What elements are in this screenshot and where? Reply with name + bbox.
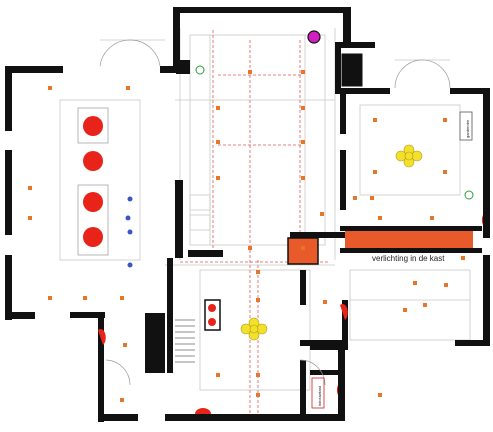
- interior-lines: [59, 28, 471, 391]
- spot-light: [378, 216, 382, 220]
- spot-light: [301, 140, 305, 144]
- kast-beam-right: [345, 231, 473, 248]
- blue-fixture: [127, 196, 133, 202]
- kast-beam: [287, 237, 319, 265]
- spot-light: [301, 70, 305, 74]
- spot-light: [323, 300, 327, 304]
- spot-light: [256, 393, 260, 397]
- blue-fixtures: [125, 196, 133, 268]
- spot-light: [373, 118, 377, 122]
- spot-light: [256, 373, 260, 377]
- spot-light: [413, 281, 417, 285]
- circuit-lines: [180, 30, 330, 420]
- spot-light: [256, 298, 260, 302]
- spot-light: [373, 170, 377, 174]
- spot-light: [216, 106, 220, 110]
- blue-fixture: [127, 262, 133, 268]
- spot-light: [216, 140, 220, 144]
- spot-light: [28, 216, 32, 220]
- pendant-lamps: [77, 107, 109, 256]
- spot-light: [248, 246, 252, 250]
- stairs: [175, 319, 195, 363]
- pendant-lamp: [83, 116, 103, 136]
- chandelier: [240, 317, 268, 341]
- chandelier: [395, 144, 423, 168]
- spot-light: [126, 86, 130, 90]
- spot-light: [378, 393, 382, 397]
- green-switch: [464, 190, 474, 200]
- spot-light: [443, 118, 447, 122]
- walls: [5, 7, 490, 422]
- spot-light: [216, 176, 220, 180]
- wall-lamps: [204, 299, 221, 331]
- spot-light: [443, 170, 447, 174]
- spot-light: [123, 343, 127, 347]
- door-swings: [99, 39, 451, 386]
- spot-lights: [28, 70, 465, 402]
- spot-light: [248, 70, 252, 74]
- spot-light: [320, 212, 324, 216]
- magenta-fixture: [307, 30, 321, 44]
- spot-light: [301, 106, 305, 110]
- blue-fixture: [127, 229, 133, 235]
- spot-light: [48, 296, 52, 300]
- pendant-lamp: [83, 151, 103, 171]
- spot-light: [83, 296, 87, 300]
- cabinet-right-label: garderobe: [465, 119, 470, 138]
- cabinet-bottom: inbouwkast: [311, 377, 325, 409]
- spot-light: [444, 283, 448, 287]
- blue-fixture: [125, 215, 131, 221]
- spot-light: [48, 86, 52, 90]
- cabinet-bottom-label: inbouwkast: [317, 385, 322, 406]
- spot-light: [461, 256, 465, 260]
- cabinet-right: garderobe: [459, 111, 473, 141]
- spot-light: [120, 398, 124, 402]
- pendant-lamp: [83, 192, 103, 212]
- kast-label: verlichting in de kast: [372, 254, 445, 263]
- spot-light: [301, 246, 305, 250]
- door-lights: [98, 215, 483, 414]
- spot-light: [120, 296, 124, 300]
- spot-light: [403, 308, 407, 312]
- spot-light: [370, 196, 374, 200]
- spot-light: [216, 373, 220, 377]
- green-switch: [195, 65, 205, 75]
- pendant-lamp: [83, 227, 103, 247]
- spot-light: [430, 216, 434, 220]
- spot-light: [423, 303, 427, 307]
- spot-light: [301, 176, 305, 180]
- spot-light: [256, 270, 260, 274]
- spot-light: [28, 186, 32, 190]
- spot-light: [353, 196, 357, 200]
